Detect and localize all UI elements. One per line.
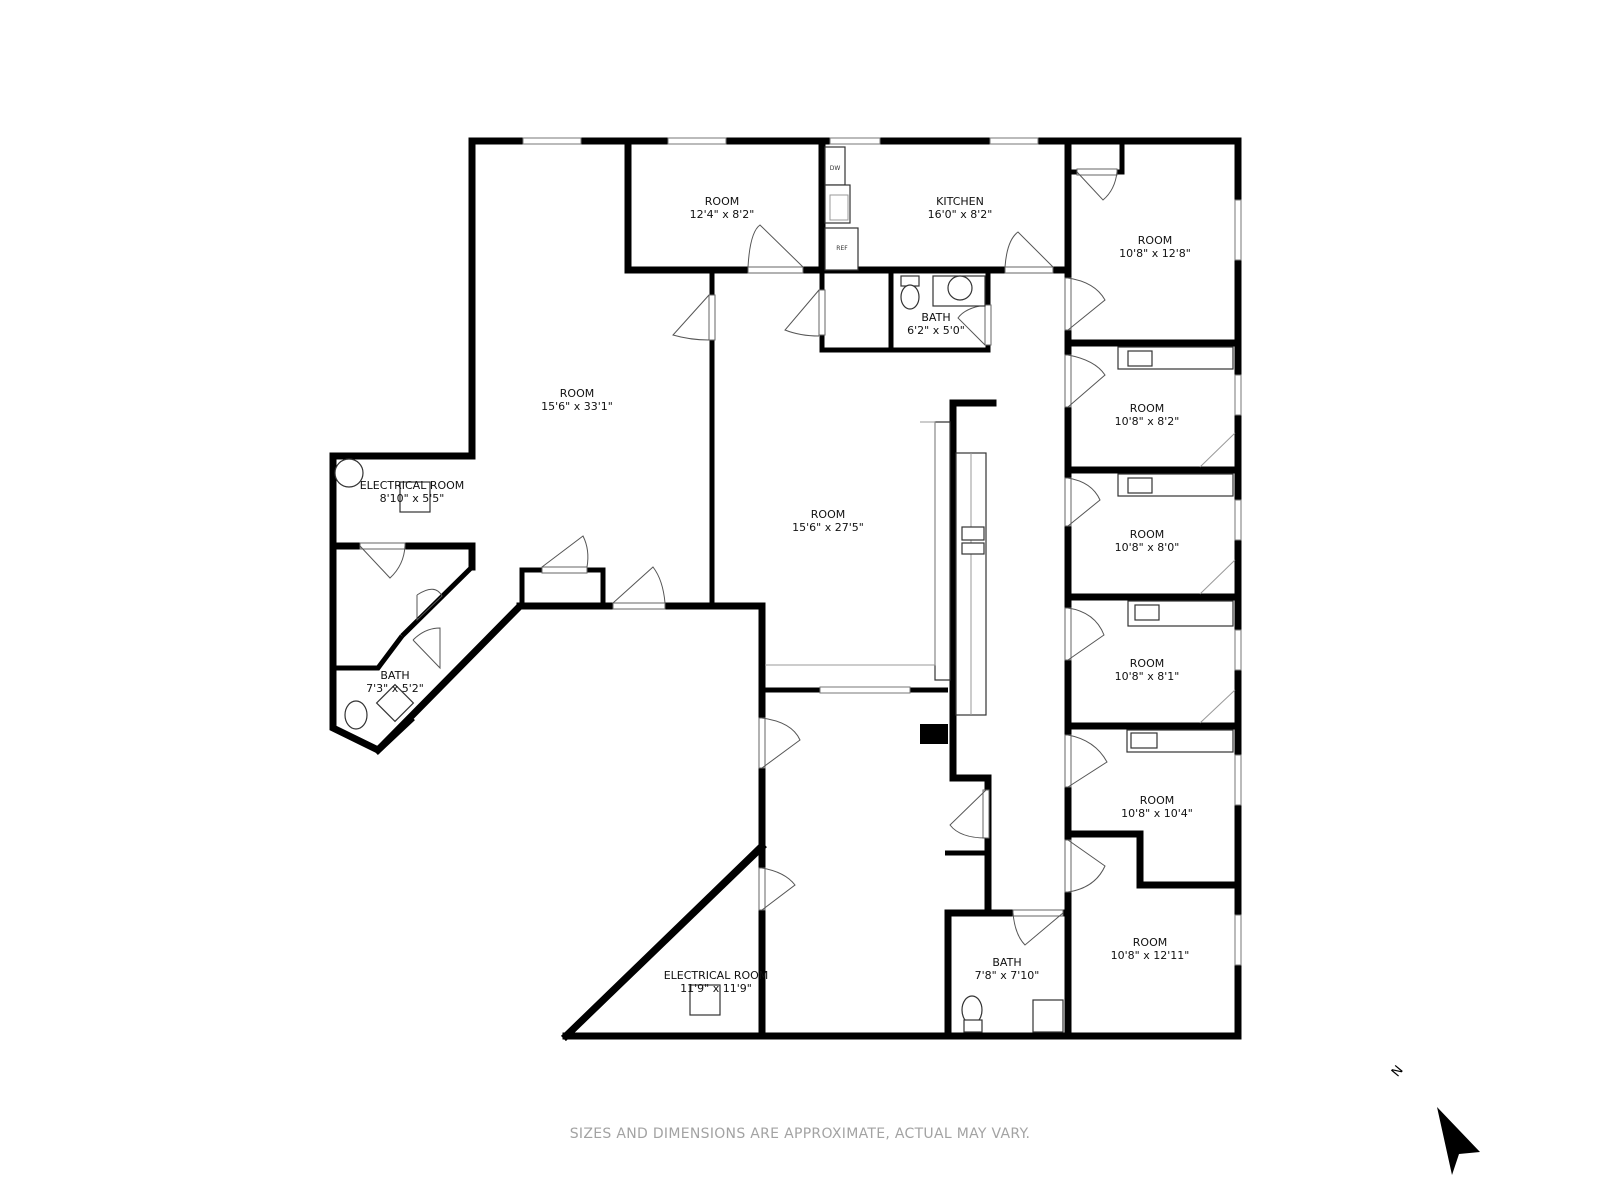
kitchen-name: KITCHEN — [936, 195, 984, 208]
electrical-nw-name: ELECTRICAL ROOM — [360, 479, 465, 492]
room-e3-dims: 10'8" x 8'1" — [1115, 670, 1180, 683]
bath-small-name: BATH — [921, 311, 950, 324]
room-e2-dims: 10'8" x 8'0" — [1115, 541, 1180, 554]
room-labels: ROOM 12'4" x 8'2" KITCHEN 16'0" x 8'2" R… — [360, 195, 1193, 995]
room-top-dims: 12'4" x 8'2" — [690, 208, 755, 221]
dishwasher-label: DW — [830, 165, 841, 172]
room-west-dims: 15'6" x 33'1" — [541, 400, 613, 413]
disclaimer-text: SIZES AND DIMENSIONS ARE APPROXIMATE, AC… — [569, 1126, 1031, 1142]
room-ne-name: ROOM — [1138, 234, 1172, 247]
bath-small-dims: 6'2" x 5'0" — [907, 324, 965, 337]
electrical-s-dims: 11'9" x 11'9" — [680, 982, 752, 995]
north-arrow-icon — [1437, 1107, 1480, 1175]
kitchen-dims: 16'0" x 8'2" — [928, 208, 993, 221]
bath-west-dims: 7'3" x 5'2" — [366, 682, 424, 695]
room-e1-dims: 10'8" x 8'2" — [1115, 415, 1180, 428]
room-e4-name: ROOM — [1140, 794, 1174, 807]
bath-south-dims: 7'8" x 7'10" — [975, 969, 1040, 982]
room-center-name: ROOM — [811, 508, 845, 521]
refrigerator-label: REF — [836, 245, 848, 252]
room-e1-name: ROOM — [1130, 402, 1164, 415]
fixtures: DW REF — [334, 146, 1236, 1033]
bath-south-name: BATH — [992, 956, 1021, 969]
room-e2-name: ROOM — [1130, 528, 1164, 541]
room-top-name: ROOM — [705, 195, 739, 208]
room-center-dims: 15'6" x 27'5" — [792, 521, 864, 534]
room-ne-dims: 10'8" x 12'8" — [1119, 247, 1191, 260]
bath-west-name: BATH — [380, 669, 409, 682]
room-e3-name: ROOM — [1130, 657, 1164, 670]
doors — [359, 168, 1118, 946]
electrical-nw-dims: 8'10" x 5'5" — [380, 492, 445, 505]
room-se-dims: 10'8" x 12'11" — [1111, 949, 1190, 962]
room-west-name: ROOM — [560, 387, 594, 400]
windows — [522, 137, 1242, 966]
room-e4-dims: 10'8" x 10'4" — [1121, 807, 1193, 820]
room-se-name: ROOM — [1133, 936, 1167, 949]
walls — [329, 137, 1242, 1041]
electrical-s-name: ELECTRICAL ROOM — [664, 969, 769, 982]
